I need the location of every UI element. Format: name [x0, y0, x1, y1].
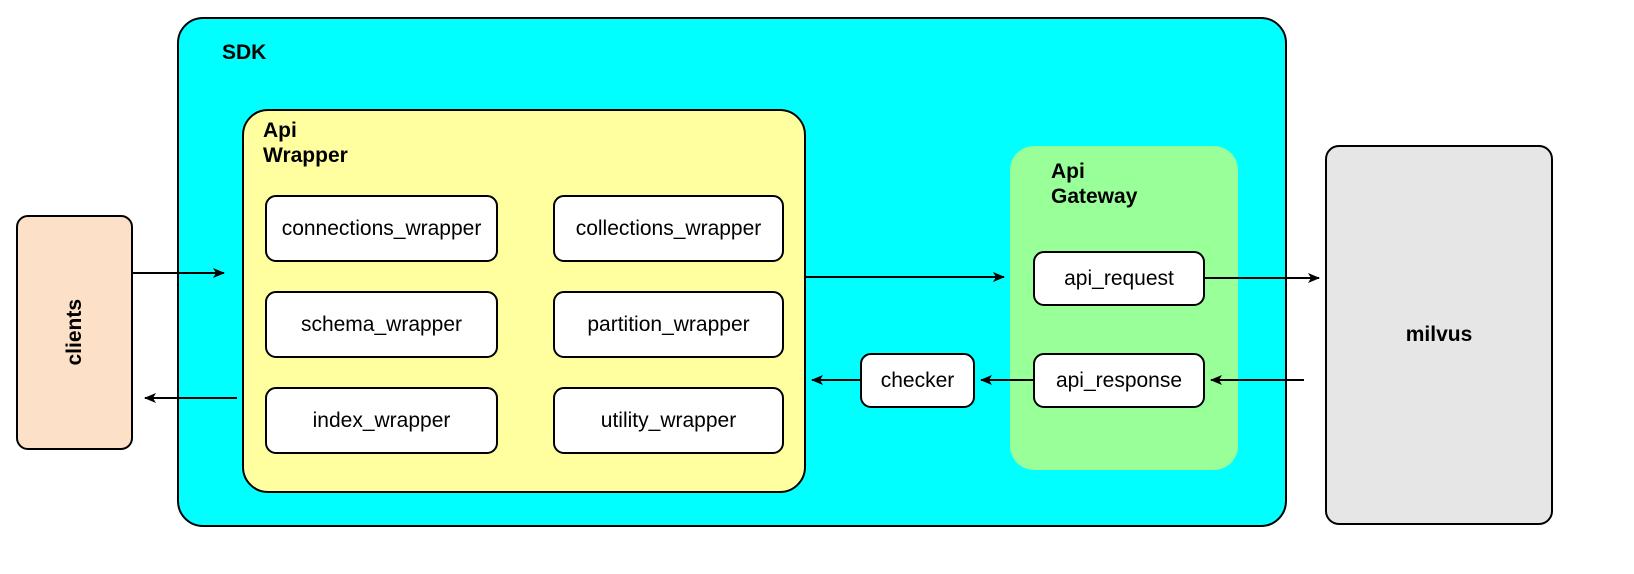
node-partition-wrapper[interactable]: partition_wrapper	[553, 291, 784, 358]
node-api-response-label: api_response	[1055, 368, 1183, 392]
node-milvus-label: milvus	[1405, 323, 1473, 346]
node-partition-wrapper-label: partition_wrapper	[587, 312, 750, 336]
group-api-gateway[interactable]: Api Gateway	[1010, 146, 1238, 470]
node-clients-label: clients	[62, 299, 86, 366]
node-index-wrapper[interactable]: index_wrapper	[265, 387, 498, 454]
node-collections-wrapper[interactable]: collections_wrapper	[553, 195, 784, 262]
node-api-response[interactable]: api_response	[1033, 353, 1205, 408]
node-api-request[interactable]: api_request	[1033, 251, 1205, 306]
node-milvus[interactable]: milvus	[1325, 145, 1553, 525]
node-checker-label: checker	[880, 368, 955, 392]
node-connections-wrapper-label: connections_wrapper	[281, 216, 482, 240]
node-connections-wrapper[interactable]: connections_wrapper	[265, 195, 498, 262]
node-checker[interactable]: checker	[860, 353, 975, 408]
node-utility-wrapper[interactable]: utility_wrapper	[553, 387, 784, 454]
node-index-wrapper-label: index_wrapper	[312, 408, 451, 432]
node-utility-wrapper-label: utility_wrapper	[600, 408, 737, 432]
node-api-request-label: api_request	[1064, 266, 1174, 290]
node-schema-wrapper[interactable]: schema_wrapper	[265, 291, 498, 358]
node-clients[interactable]: clients	[16, 215, 133, 450]
node-schema-wrapper-label: schema_wrapper	[300, 312, 463, 336]
group-api-wrapper-label: Api Wrapper	[263, 119, 348, 167]
group-api-gateway-label: Api Gateway	[1051, 160, 1138, 208]
group-sdk-label: SDK	[222, 41, 267, 64]
node-collections-wrapper-label: collections_wrapper	[575, 216, 762, 240]
